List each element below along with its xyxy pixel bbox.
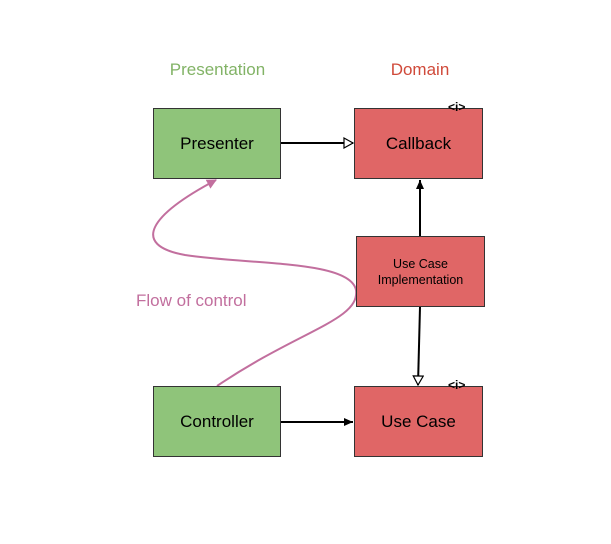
flow-of-control-label: Flow of control: [136, 291, 247, 310]
use-case-impl-label-line1: Use Case: [393, 256, 448, 271]
presenter-box[interactable]: Presenter: [153, 108, 281, 179]
flow-of-control-curve: [152, 179, 358, 387]
presenter-label: Presenter: [180, 133, 254, 153]
use-case-impl-label-line2: Implementation: [377, 272, 464, 287]
presentation-header: Presentation: [169, 60, 266, 79]
use-case-label: Use Case: [381, 411, 456, 431]
callback-interface-marker: <i>: [448, 100, 466, 114]
domain-header: Domain: [390, 60, 450, 79]
controller-label: Controller: [180, 411, 254, 431]
use-case-box[interactable]: Use Case: [354, 386, 483, 457]
controller-box[interactable]: Controller: [153, 386, 281, 457]
use-case-implementation-box[interactable]: Use Case Implementation: [356, 236, 485, 307]
callback-box[interactable]: Callback: [354, 108, 483, 179]
use-case-interface-marker: <i>: [448, 378, 466, 392]
callback-label: Callback: [385, 133, 452, 153]
impl-to-usecase-arrow: [418, 306, 420, 385]
